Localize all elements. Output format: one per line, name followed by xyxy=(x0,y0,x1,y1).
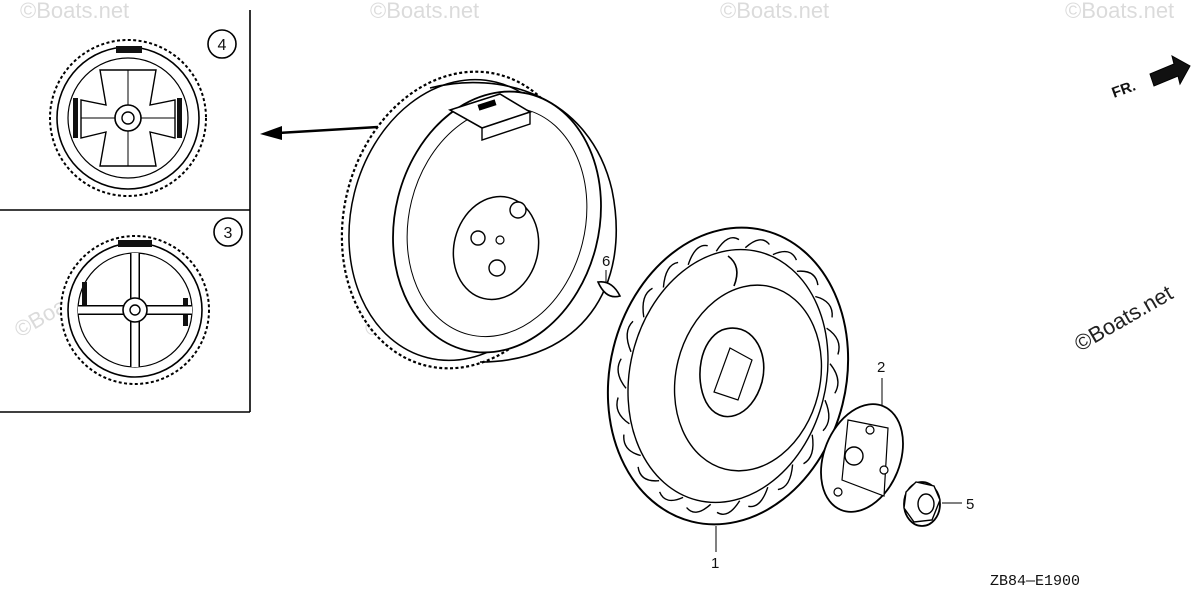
reference-arrow xyxy=(260,125,379,140)
svg-text:4: 4 xyxy=(218,37,227,54)
fan-blade xyxy=(772,250,798,261)
fan-blade xyxy=(815,295,833,318)
fan-blade xyxy=(687,244,708,266)
fan-blade xyxy=(826,327,840,355)
inset-variant-3 xyxy=(60,235,210,385)
fan-blade xyxy=(658,491,684,502)
front-arrow-icon xyxy=(1149,55,1191,87)
fan-blade xyxy=(803,434,814,465)
inset-variant-4 xyxy=(49,39,207,197)
callout-2: 2 xyxy=(877,359,885,376)
watermark-top-3: ©Boats.net xyxy=(720,0,829,23)
fan-blade xyxy=(777,464,794,491)
fan-blade xyxy=(642,287,653,318)
cooling-fan xyxy=(606,226,850,526)
fan-plate xyxy=(820,403,904,513)
svg-text:3: 3 xyxy=(224,225,233,242)
fan-blade xyxy=(748,486,769,508)
fan-blades xyxy=(616,237,840,515)
inset-panel-borders xyxy=(0,10,251,413)
fan-blade xyxy=(626,320,634,353)
fan-blade xyxy=(829,363,839,394)
circled-label-4: 4 xyxy=(207,29,237,59)
woodruff-key xyxy=(596,270,622,298)
fan-blade xyxy=(796,270,819,286)
watermark-top-1: ©Boats.net xyxy=(20,0,129,23)
fan-blade xyxy=(616,397,630,425)
watermark-right: ©Boats.net xyxy=(1070,280,1177,356)
fan-blade xyxy=(623,434,641,457)
fan-blade xyxy=(686,503,712,513)
fan-blade xyxy=(715,237,740,252)
fan-blade xyxy=(744,239,770,249)
front-direction-indicator: FR. xyxy=(1110,55,1191,102)
watermark-top-2: ©Boats.net xyxy=(370,0,479,23)
callout-1: 1 xyxy=(711,555,719,572)
fan-blade xyxy=(662,261,679,288)
circled-label-3: 3 xyxy=(213,217,243,247)
fan-blade xyxy=(822,399,830,432)
flange-nut xyxy=(903,481,941,527)
watermark-top-4: ©Boats.net xyxy=(1065,0,1174,23)
fan-blade xyxy=(617,358,627,389)
flywheel xyxy=(340,70,617,370)
fan-blade xyxy=(716,500,741,515)
fan-blade xyxy=(637,466,660,482)
drawing-code: ZB84—E1900 xyxy=(990,573,1080,590)
callout-5: 5 xyxy=(966,496,974,513)
callout-6: 6 xyxy=(602,253,610,270)
front-label: FR. xyxy=(1110,78,1139,102)
